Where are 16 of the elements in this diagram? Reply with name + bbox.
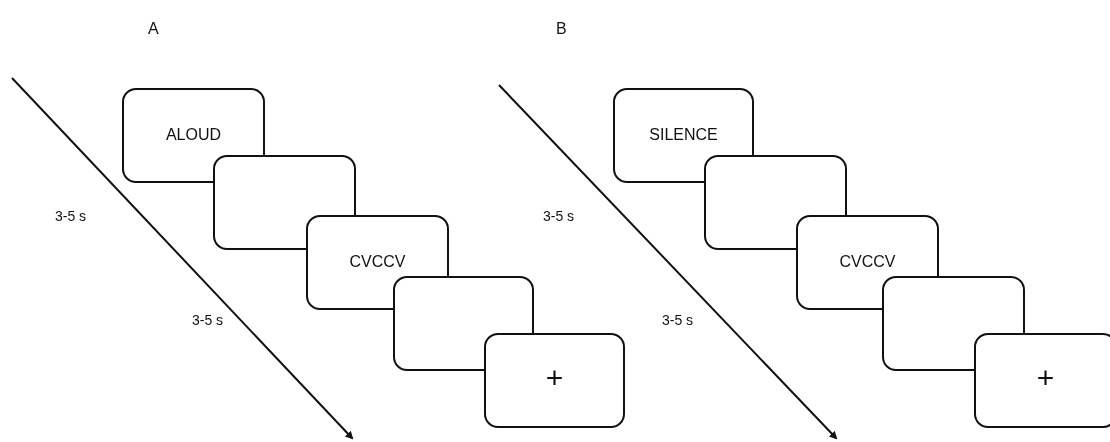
stimulus-text: ALOUD — [164, 126, 223, 144]
screen-frame — [613, 88, 754, 183]
fixation-cross: + — [1035, 361, 1056, 395]
stimulus-text: CVCCV — [838, 253, 897, 271]
panel-letter: B — [556, 20, 567, 38]
screen-frame — [974, 333, 1110, 428]
duration-label: 3-5 s — [662, 312, 694, 328]
stimulus-text: SILENCE — [648, 126, 719, 144]
screen-frame — [122, 88, 265, 183]
fixation-cross: + — [544, 361, 565, 395]
duration-label: 3-5 s — [192, 312, 224, 328]
stimulus-text: CVCCV — [348, 253, 407, 271]
duration-label: 3-5 s — [543, 208, 575, 224]
duration-label: 3-5 s — [55, 208, 87, 224]
screen-frame — [484, 333, 625, 428]
panel-letter: A — [148, 20, 159, 38]
